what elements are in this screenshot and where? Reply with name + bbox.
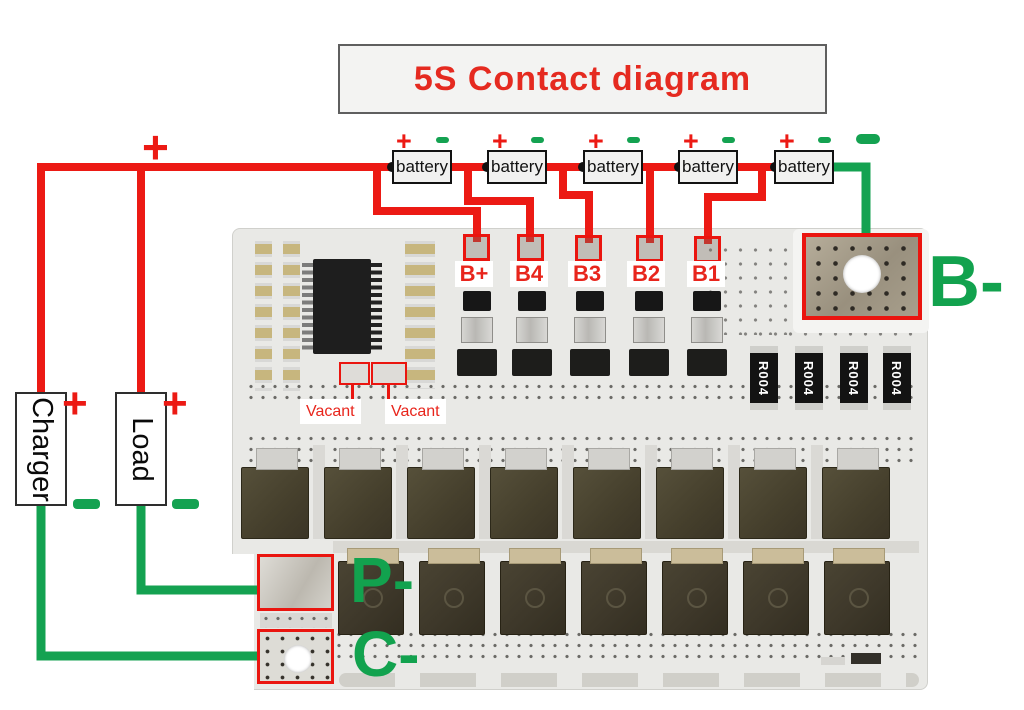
plus-icon: + — [683, 126, 699, 156]
plus-icon: + — [588, 126, 604, 156]
plus-icon: + — [62, 379, 88, 428]
minus-icon — [172, 499, 199, 509]
smd-column — [255, 241, 272, 391]
sense-pad-b1 — [694, 236, 721, 263]
page-title: 5S Contact diagram — [413, 59, 752, 98]
pminus-pad — [257, 554, 334, 611]
ic-chip — [313, 259, 371, 354]
mosfet — [581, 548, 647, 635]
balance-circuit — [687, 291, 727, 381]
balance-circuit — [570, 291, 610, 381]
charger-box: Charger — [15, 392, 67, 506]
perforation-dots — [260, 613, 332, 628]
mosfet — [824, 548, 890, 635]
balance-circuit — [629, 291, 669, 381]
sense-pad-b4 — [517, 234, 544, 261]
battery-box-5: battery — [774, 150, 834, 184]
shunt-resistor: R004 — [883, 346, 911, 410]
bminus-label: B- — [928, 242, 1004, 322]
balance-circuit — [457, 291, 497, 381]
minus-icon — [627, 137, 640, 143]
minus-icon — [722, 137, 735, 143]
mosfet — [338, 548, 404, 635]
sense-label-b3: B3 — [568, 261, 606, 287]
plus-icon: + — [779, 126, 795, 156]
mosfet — [743, 548, 809, 635]
mosfet — [822, 448, 890, 539]
mosfet — [490, 448, 558, 539]
smd-part — [851, 653, 881, 664]
ic-pins — [302, 263, 313, 351]
vacant-pad — [339, 362, 370, 385]
sense-pad-b2 — [636, 235, 663, 262]
bminus-pad — [802, 233, 922, 320]
shunt-resistor: R004 — [750, 346, 778, 410]
sense-pad-b3 — [575, 235, 602, 262]
mount-hole — [284, 645, 312, 673]
ic-pins — [371, 263, 382, 351]
title-box: 5S Contact diagram — [338, 44, 827, 114]
mosfet — [500, 548, 566, 635]
plus-icon: + — [162, 379, 188, 428]
pminus-label: P- — [350, 544, 414, 616]
plus-icon: + — [396, 126, 412, 156]
minus-icon — [531, 137, 544, 143]
mosfet — [656, 448, 724, 539]
plus-icon: + — [492, 126, 508, 156]
sense-label-bplus: B+ — [455, 261, 493, 287]
minus-icon — [818, 137, 831, 143]
board-notch — [229, 554, 254, 694]
smd-column — [283, 241, 300, 391]
sense-label-b4: B4 — [510, 261, 548, 287]
smd-column — [405, 241, 435, 389]
mosfet — [419, 548, 485, 635]
shunt-resistor: R004 — [795, 346, 823, 410]
solder-pads — [339, 673, 919, 687]
mosfet — [739, 448, 807, 539]
mosfet — [324, 448, 392, 539]
sense-label-b2: B2 — [627, 261, 665, 287]
balance-circuit — [512, 291, 552, 381]
mosfet — [241, 448, 309, 539]
mosfet — [407, 448, 475, 539]
plus-icon: + — [142, 121, 169, 173]
mosfet — [573, 448, 641, 539]
sense-pad-bplus — [463, 234, 490, 261]
mosfet — [662, 548, 728, 635]
smd-part — [821, 657, 845, 665]
battery-box-3: battery — [583, 150, 643, 184]
cminus-label: C- — [352, 618, 420, 690]
minus-icon — [436, 137, 449, 143]
minus-icon — [73, 499, 100, 509]
vacant-label: Vacant — [385, 399, 446, 424]
cminus-pad — [257, 629, 334, 684]
vacant-label: Vacant — [300, 399, 361, 424]
pack-minus-icon — [856, 134, 880, 144]
vacant-pad — [371, 362, 407, 385]
mount-hole — [843, 255, 881, 293]
shunt-resistor: R004 — [840, 346, 868, 410]
load-box: Load — [115, 392, 167, 506]
sense-label-b1: B1 — [687, 261, 725, 287]
